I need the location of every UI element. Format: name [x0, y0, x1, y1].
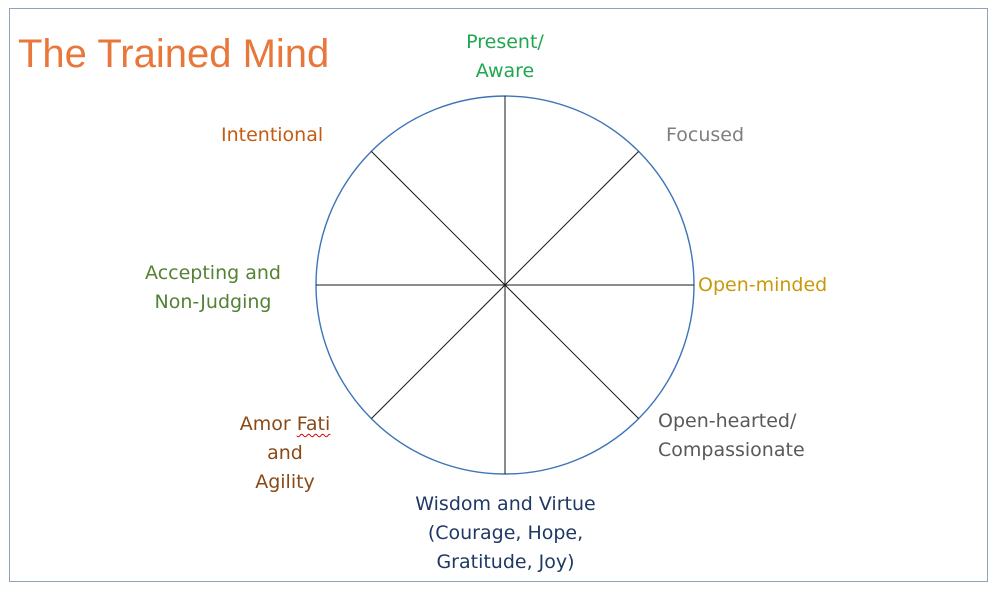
label-amor-word: Amor — [239, 413, 291, 435]
slide-frame — [9, 8, 988, 582]
label-present-line1: Present/ — [466, 31, 544, 53]
label-open-minded: Open-minded — [698, 274, 828, 296]
label-amor-fati: Amor Fati and Agility — [226, 410, 344, 497]
label-wisdom-line1: Wisdom and Virtue — [415, 493, 596, 515]
label-amor-line1: Amor Fati — [226, 410, 344, 439]
label-wisdom-line2: (Courage, Hope, — [427, 522, 584, 544]
label-amor-line3: Agility — [255, 471, 315, 493]
label-open-hearted-line1: Open-hearted/ — [658, 410, 797, 432]
label-accepting-line2: Non-Judging — [154, 291, 272, 313]
label-open-hearted-line2: Compassionate — [658, 439, 805, 461]
label-accepting-non-judging: Accepting and Non-Judging — [132, 259, 294, 317]
label-focused: Focused — [666, 124, 745, 146]
label-accepting-line1: Accepting and — [145, 262, 281, 284]
label-wisdom-line3: Gratitude, Joy) — [436, 551, 575, 573]
label-fati-word: Fati — [296, 413, 331, 435]
label-open-hearted: Open-hearted/ Compassionate — [658, 407, 805, 465]
label-wisdom-virtue: Wisdom and Virtue (Courage, Hope, Gratit… — [398, 490, 613, 577]
label-intentional: Intentional — [221, 124, 324, 146]
label-present-aware: Present/ Aware — [440, 28, 570, 86]
wheel-spokes — [316, 96, 694, 474]
label-present-line2: Aware — [475, 60, 535, 82]
wheel-spoke-4 — [371, 151, 639, 419]
page-title: The Trained Mind — [18, 32, 330, 76]
label-amor-line2: and — [267, 442, 303, 464]
